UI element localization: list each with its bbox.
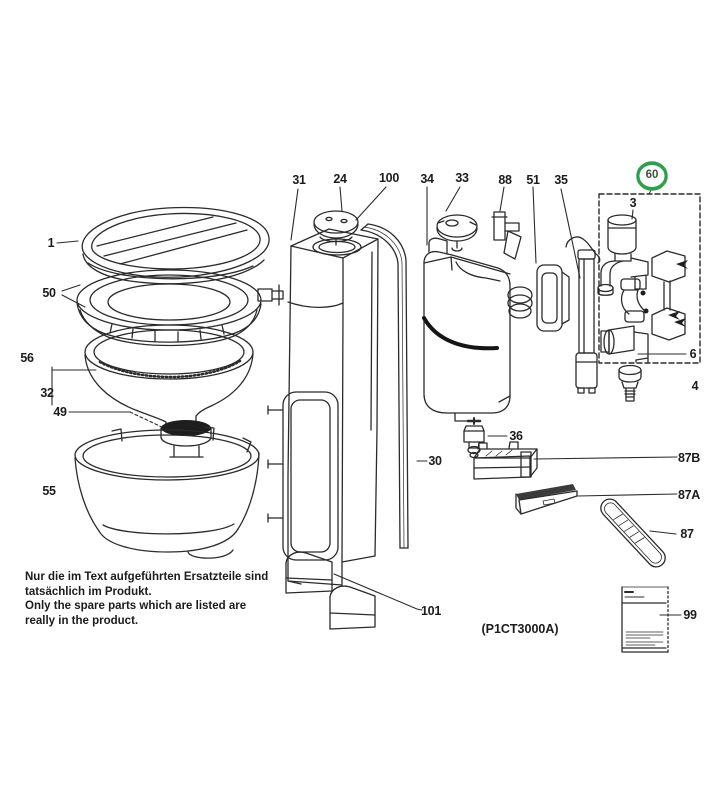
note-line-3: Only the spare parts which are listed ar… bbox=[25, 600, 247, 612]
callout-1: 1 bbox=[47, 235, 55, 250]
callout-4: 4 bbox=[691, 378, 699, 393]
callout-101: 101 bbox=[421, 603, 441, 618]
callout-31: 31 bbox=[292, 172, 306, 187]
callout-99: 99 bbox=[683, 607, 697, 622]
callout-87A: 87A bbox=[677, 487, 701, 502]
water-tank-drawing bbox=[422, 237, 511, 422]
callout-36: 36 bbox=[509, 428, 523, 443]
body-lid-drawing bbox=[313, 210, 359, 246]
pump-drawing bbox=[565, 236, 601, 394]
slider-87a-drawing bbox=[515, 484, 578, 515]
skirt-covers-drawing bbox=[285, 551, 376, 630]
callout-34: 34 bbox=[420, 171, 434, 186]
toilet-body-drawing bbox=[267, 228, 379, 586]
callout-30: 30 bbox=[428, 453, 442, 468]
callout-100: 100 bbox=[379, 170, 399, 185]
vent-valve-drawing bbox=[491, 211, 522, 260]
slider-87b-drawing bbox=[473, 441, 538, 480]
leader-lines bbox=[51, 186, 687, 616]
product-code: (P1CT3000A) bbox=[481, 622, 559, 636]
callout-50: 50 bbox=[42, 285, 56, 300]
note-text: Nur die im Text aufgeführten Ersatzteile… bbox=[25, 570, 305, 628]
kit-handle-drawing bbox=[651, 250, 688, 341]
callout-6: 6 bbox=[689, 346, 697, 361]
note-line-2: tatsächlich im Produkt. bbox=[25, 585, 152, 598]
callout-35: 35 bbox=[554, 172, 568, 187]
clamp-ring-drawing bbox=[160, 420, 212, 458]
callout-49: 49 bbox=[53, 404, 67, 419]
manual-sheet-drawing bbox=[621, 586, 669, 653]
callout-24: 24 bbox=[333, 171, 347, 186]
kit-valve-drawing bbox=[600, 325, 649, 363]
callout-56: 56 bbox=[20, 350, 34, 365]
kit-plug-drawing bbox=[618, 364, 642, 402]
note-line-1: Nur die im Text aufgeführten Ersatzteile… bbox=[25, 571, 269, 583]
bellows-flange-drawing bbox=[507, 264, 570, 332]
note-line-4: really in the product. bbox=[25, 614, 139, 627]
callout-60-highlighted: 60 bbox=[637, 163, 667, 189]
toilet-lid-drawing bbox=[81, 206, 270, 285]
seal-strip-drawing bbox=[360, 223, 409, 549]
strip-87-drawing bbox=[600, 498, 666, 568]
callout-51: 51 bbox=[526, 172, 540, 187]
callout-33: 33 bbox=[455, 170, 469, 185]
callout-32: 32 bbox=[40, 385, 54, 400]
tank-cap-drawing bbox=[436, 214, 478, 252]
kit-hose-drawing bbox=[620, 278, 649, 323]
callout-87: 87 bbox=[680, 526, 694, 541]
callout-88: 88 bbox=[498, 172, 512, 187]
callout-87B: 87B bbox=[677, 450, 701, 465]
base-bucket-drawing bbox=[74, 426, 260, 559]
callout-3: 3 bbox=[629, 195, 637, 210]
kit-elbow-valve-drawing bbox=[597, 214, 649, 296]
spares-kit-box bbox=[598, 193, 701, 364]
drain-valve-drawing bbox=[463, 417, 485, 459]
callout-55: 55 bbox=[42, 483, 56, 498]
seat-ring-drawing bbox=[76, 269, 284, 347]
